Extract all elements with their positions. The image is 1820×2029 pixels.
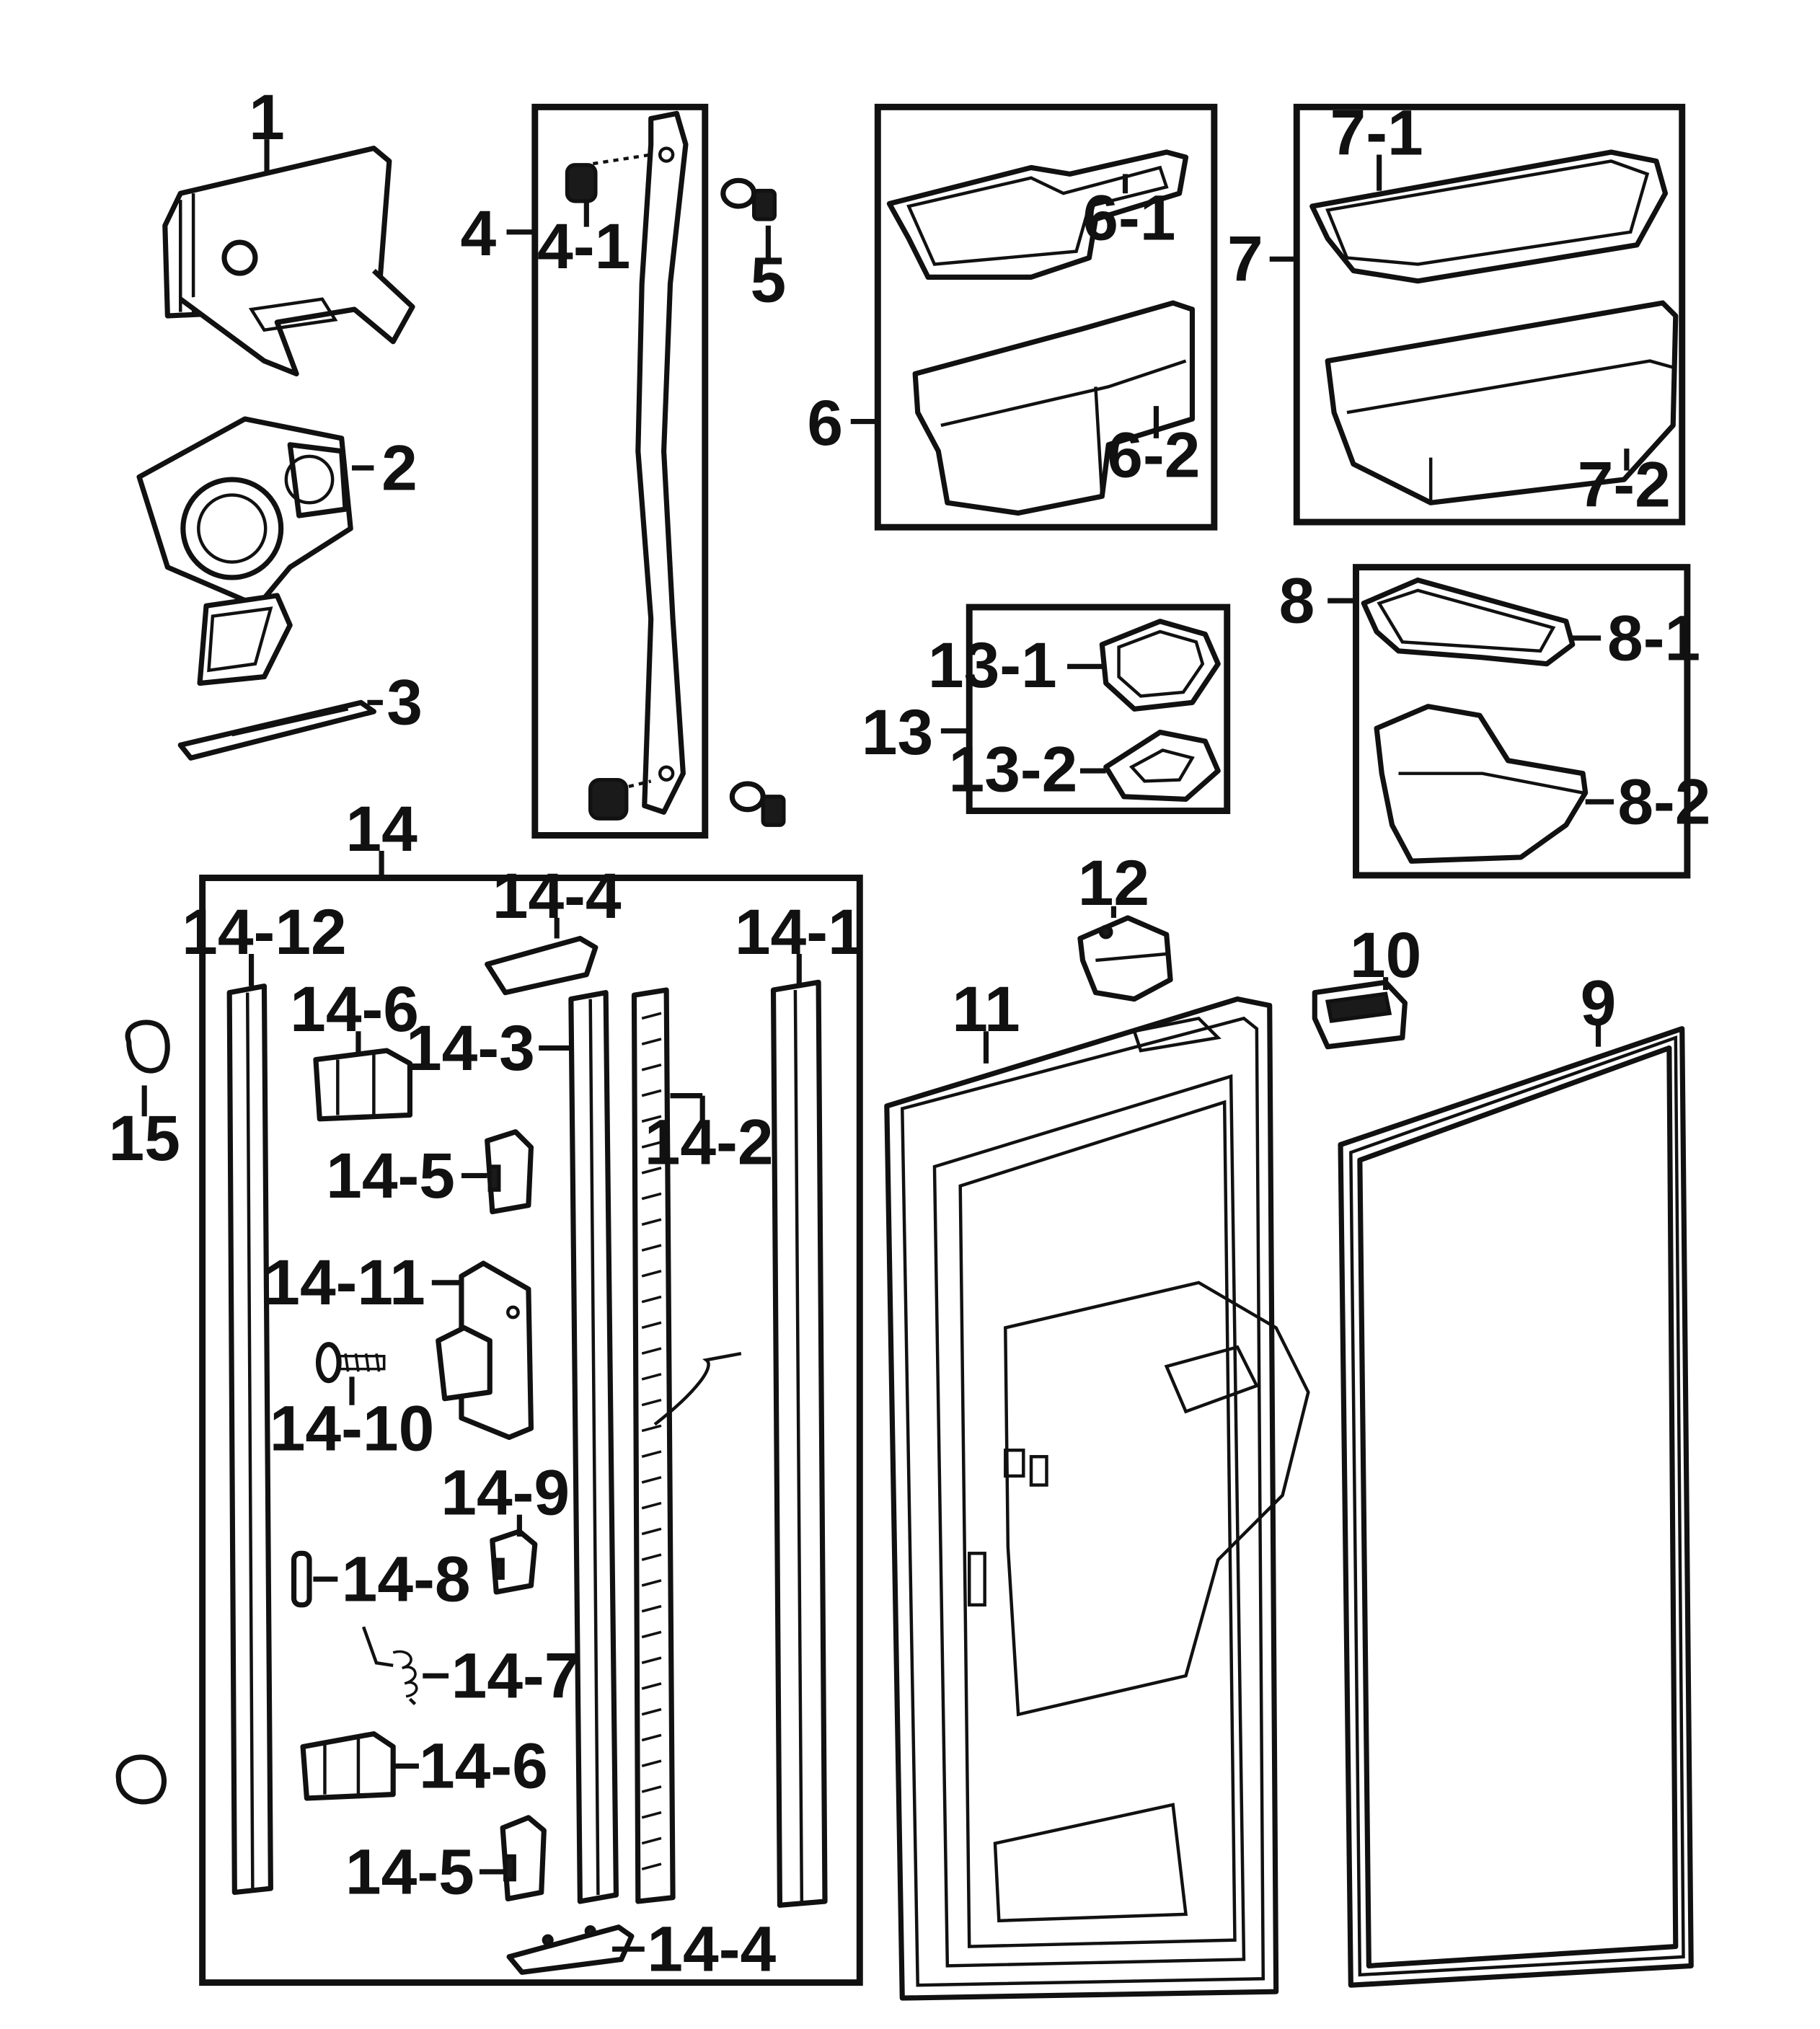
group-box-6	[874, 103, 1218, 531]
label-13-2: 13-2	[949, 733, 1078, 805]
part-13-2-flange	[1103, 729, 1221, 803]
label-14-7: 14-7	[451, 1640, 580, 1712]
part-6-2-guard-bin	[912, 300, 1196, 516]
label-14-4a: 14-4	[492, 859, 622, 932]
part-14-9-clip	[490, 1529, 538, 1595]
label-11: 11	[952, 973, 1020, 1045]
label-13: 13	[862, 696, 933, 768]
part-14-5-clip-lower	[500, 1815, 547, 1902]
group-box-7	[1293, 103, 1686, 526]
part-14-11-hinge-bracket	[436, 1260, 534, 1440]
label-14-5a: 14-5	[326, 1139, 455, 1211]
part-14-8-pin	[291, 1550, 312, 1608]
label-15: 15	[108, 1102, 180, 1174]
label-13-1: 13-1	[928, 629, 1057, 701]
label-3: 3	[386, 666, 423, 738]
label-14-11: 14-11	[264, 1246, 425, 1318]
group-box-14	[199, 875, 863, 1986]
part-14-1-door-cap-strip	[770, 979, 828, 1908]
label-14-10: 14-10	[270, 1392, 435, 1464]
label-14-1: 14-1	[735, 896, 864, 968]
label-14-6a: 14-6	[290, 973, 419, 1045]
part-14-10-screw	[315, 1342, 386, 1384]
label-1: 1	[249, 81, 285, 153]
part-6-1-guard-cover	[886, 149, 1189, 280]
label-8-1: 8-1	[1607, 601, 1700, 673]
label-14-4b: 14-4	[647, 1913, 776, 1985]
part-1-dispenser-cover	[162, 146, 415, 377]
label-14-6b: 14-6	[419, 1730, 548, 1802]
label-7: 7	[1227, 223, 1263, 295]
label-14-12: 14-12	[182, 896, 347, 968]
label-7-1: 7-1	[1330, 97, 1423, 169]
label-14-8: 14-8	[342, 1542, 471, 1614]
part-7-2-guard-bin	[1325, 300, 1679, 505]
label-6: 6	[807, 386, 843, 459]
label-14-3: 14-3	[406, 1012, 535, 1084]
label-5: 5	[751, 243, 787, 315]
label-12: 12	[1078, 846, 1149, 919]
part-14-7-spring	[361, 1626, 418, 1706]
part-14-2-heater-strip	[631, 987, 742, 1904]
group-box-4	[531, 103, 709, 839]
label-14: 14	[345, 792, 418, 865]
group-box-8	[1353, 564, 1691, 879]
part-11-door-foam-assembly	[884, 996, 1310, 2001]
label-10: 10	[1350, 919, 1421, 991]
label-8: 8	[1279, 565, 1315, 637]
label-9: 9	[1581, 966, 1617, 1038]
part-5-handle-screw-bottom	[729, 781, 786, 827]
label-4-1: 4-1	[537, 210, 630, 282]
part-5-handle-screw-top	[720, 177, 777, 221]
part-14-6-hinge-block-top	[313, 1048, 413, 1122]
part-13-1-seal-ring	[1099, 619, 1221, 712]
part-3-lever	[177, 699, 376, 761]
label-6-2: 6-2	[1107, 418, 1200, 490]
part-4-door-handle	[592, 110, 689, 815]
part-8-1-guard-cover	[1361, 577, 1576, 667]
part-14-4-cap-top	[485, 935, 598, 996]
label-6-1: 6-1	[1082, 182, 1175, 254]
label-4: 4	[460, 197, 496, 269]
part-9-door-gasket	[1338, 1026, 1694, 1988]
part-15-ring-lower	[115, 1754, 167, 1805]
label-14-9: 14-9	[441, 1456, 570, 1529]
part-15-ring-upper	[125, 1020, 170, 1074]
part-14-3-door-cap-strip	[568, 990, 619, 1904]
label-2: 2	[381, 431, 418, 503]
part-14-5-clip-upper	[485, 1129, 534, 1215]
group-box-13	[966, 604, 1231, 814]
part-14-6-hinge-block-bottom	[300, 1731, 396, 1801]
part-2-dispenser-motor-assembly	[136, 416, 353, 686]
part-7-1-guard-cover	[1309, 149, 1669, 284]
part-12-hinge-cover	[1077, 915, 1173, 1002]
part-4-1-handle-cap-bottom	[588, 777, 629, 821]
label-14-5b: 14-5	[345, 1835, 474, 1907]
part-10-door-switch	[1312, 979, 1408, 1050]
part-8-2-guard-bin	[1374, 704, 1589, 864]
part-14-12-door-cap-strip	[226, 983, 273, 1896]
label-8-2: 8-2	[1617, 765, 1710, 837]
part-4-1-handle-cap-top	[565, 163, 598, 203]
label-7-2: 7-2	[1578, 448, 1671, 521]
label-14-2: 14-2	[645, 1105, 774, 1177]
